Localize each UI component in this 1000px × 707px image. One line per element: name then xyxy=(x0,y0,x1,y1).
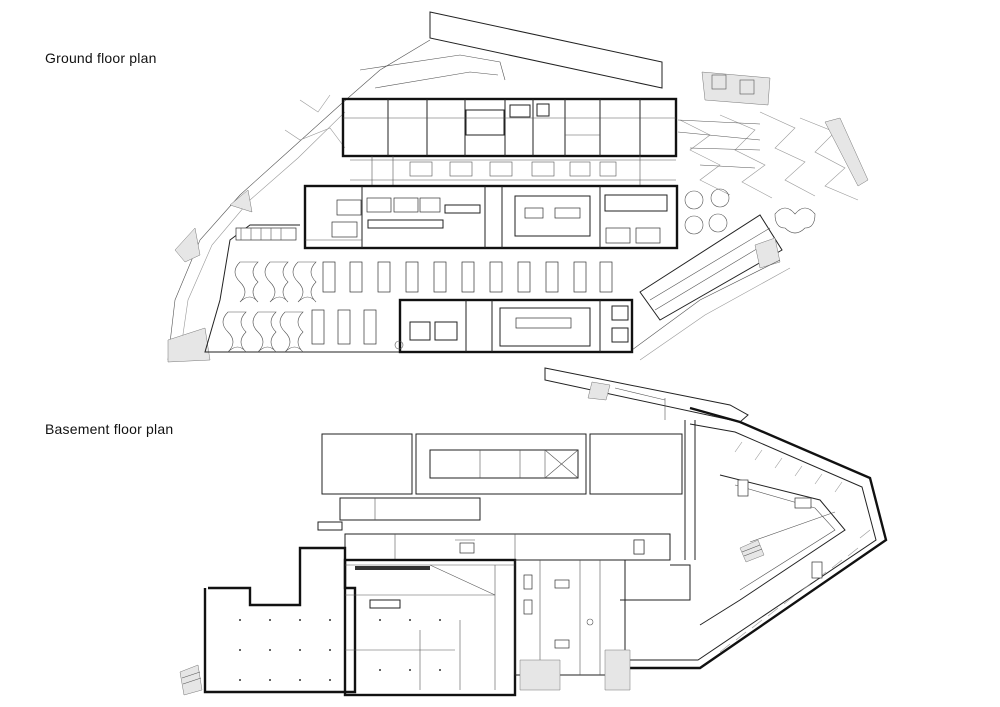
main-hall xyxy=(303,184,679,250)
west-terrace xyxy=(204,224,405,353)
basement-ramp xyxy=(544,367,749,423)
basement-north-voids xyxy=(321,433,683,495)
ground-floor-plan xyxy=(167,11,869,363)
basement-floor-title: Basement floor plan xyxy=(45,421,174,437)
basement-main-footprint xyxy=(179,546,631,697)
terrace-tables-row-2 xyxy=(311,309,377,345)
basement-floor-plan xyxy=(179,367,888,697)
north-wing xyxy=(341,97,678,158)
column-grid xyxy=(239,619,441,681)
south-service-block xyxy=(394,298,634,354)
terrace-tables-row-1 xyxy=(322,261,613,293)
basement-walkway xyxy=(620,420,696,601)
basement-central-block xyxy=(317,497,671,561)
parking-wing xyxy=(622,406,888,670)
courtyard-connectors xyxy=(350,156,676,186)
site-terrain xyxy=(167,11,869,363)
ground-floor-title: Ground floor plan xyxy=(45,50,157,66)
